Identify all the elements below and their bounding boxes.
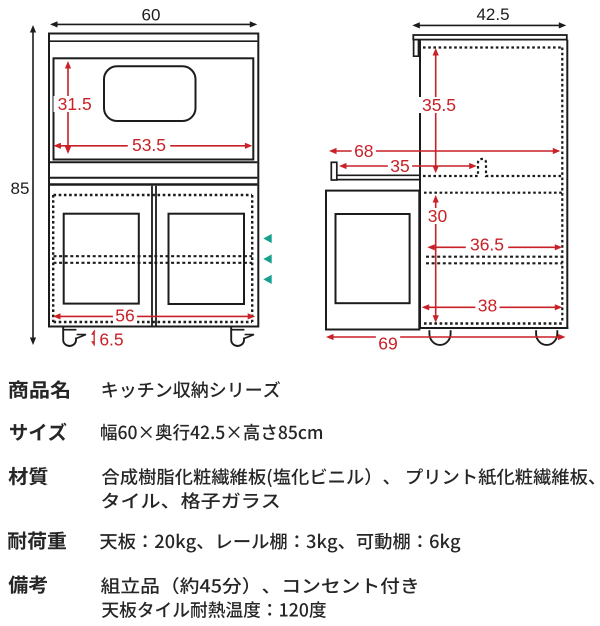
svg-text:85: 85 [11, 179, 30, 198]
svg-text:6.5: 6.5 [99, 330, 123, 350]
svg-text:69: 69 [378, 334, 397, 354]
svg-text:36.5: 36.5 [470, 235, 504, 255]
svg-text:38: 38 [478, 296, 497, 316]
svg-text:31.5: 31.5 [58, 94, 92, 114]
svg-text:53.5: 53.5 [132, 135, 166, 155]
svg-text:42.5: 42.5 [476, 5, 509, 24]
svg-text:60: 60 [142, 5, 161, 24]
svg-text:30: 30 [428, 206, 448, 226]
svg-text:68: 68 [354, 141, 373, 161]
svg-text:56: 56 [115, 306, 134, 326]
svg-text:35.5: 35.5 [422, 95, 456, 115]
svg-text:35: 35 [390, 156, 409, 176]
